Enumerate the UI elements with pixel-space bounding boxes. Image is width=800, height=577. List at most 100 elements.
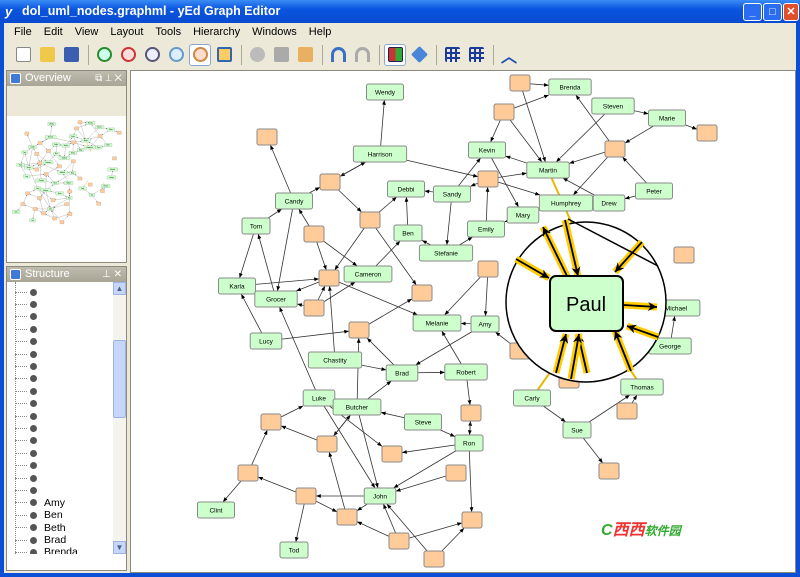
group-node[interactable] (260, 413, 282, 431)
person-node[interactable]: John (363, 487, 397, 505)
tree-item[interactable] (15, 460, 44, 472)
edge[interactable] (276, 200, 295, 292)
open-button[interactable] (36, 44, 58, 66)
close-button[interactable]: ✕ (783, 3, 799, 21)
edge[interactable] (318, 397, 376, 489)
scroll-down-button[interactable]: ▼ (113, 541, 126, 554)
group-node[interactable] (604, 140, 626, 158)
person-node[interactable]: Ben (393, 224, 423, 242)
person-node[interactable]: Cameron (343, 265, 393, 283)
tree-item[interactable] (15, 336, 44, 348)
edge[interactable] (564, 219, 581, 277)
person-node[interactable]: Chastity (307, 351, 363, 369)
person-node[interactable]: Candy (275, 192, 313, 210)
graph-view[interactable]: WendyHarrisonCandyTomKarlaGrocerCameronD… (131, 71, 795, 572)
group-node[interactable] (318, 269, 340, 287)
tree-item[interactable] (15, 348, 44, 360)
edge[interactable] (239, 225, 257, 279)
maximize-button[interactable]: □ (763, 3, 782, 21)
tree-item[interactable]: Brad (15, 534, 66, 546)
copy-button[interactable] (270, 44, 292, 66)
person-node[interactable]: Grocer (254, 290, 298, 308)
overview-thumbnail[interactable] (7, 116, 126, 262)
person-node[interactable]: Emily (467, 220, 505, 238)
person-node[interactable]: Clint (197, 501, 235, 519)
edit-mode-button[interactable] (384, 43, 406, 66)
person-node[interactable]: Karla (218, 277, 256, 295)
menu-hierarchy[interactable]: Hierarchy (193, 26, 241, 38)
person-node[interactable]: Brad (385, 364, 419, 382)
edge[interactable] (567, 218, 659, 267)
tree-item[interactable] (15, 311, 44, 323)
zoom-fit-button[interactable] (165, 44, 187, 66)
tree-item[interactable] (15, 410, 44, 422)
group-node[interactable] (616, 402, 638, 420)
group-node[interactable] (381, 445, 403, 463)
zoom-actual-button[interactable] (141, 44, 163, 66)
tree-item[interactable] (15, 323, 44, 335)
overview-area[interactable] (7, 86, 126, 262)
group-node[interactable] (696, 124, 718, 142)
person-node[interactable]: Thomas (620, 378, 664, 396)
edge[interactable] (555, 333, 569, 374)
edge[interactable] (626, 324, 659, 338)
edge[interactable] (570, 333, 582, 380)
navigate-mode-button[interactable] (408, 44, 430, 66)
menu-view[interactable]: View (74, 26, 99, 38)
edge[interactable] (369, 219, 417, 286)
group-node[interactable] (237, 464, 259, 482)
magnifier-lens[interactable]: Paul (505, 218, 667, 383)
paste-button[interactable] (294, 44, 316, 66)
edge[interactable] (515, 258, 550, 279)
tree-item[interactable] (15, 435, 44, 447)
tree-item[interactable]: Ben (15, 509, 63, 521)
edge[interactable] (519, 82, 546, 163)
edge[interactable] (356, 406, 379, 489)
group-node[interactable] (509, 74, 531, 92)
person-node[interactable]: Humphrey (538, 194, 594, 212)
group-node[interactable] (493, 103, 515, 121)
zoom-out-button[interactable] (117, 44, 139, 66)
person-node[interactable]: Lucy (249, 332, 283, 350)
panel-controls-icon[interactable]: ⧉ ⊥ ✕ (95, 73, 122, 84)
tree-item[interactable] (15, 472, 44, 484)
person-node[interactable]: Steve (404, 413, 442, 431)
edge[interactable] (257, 233, 277, 300)
menu-help[interactable]: Help (308, 26, 332, 38)
menu-file[interactable]: File (14, 26, 32, 38)
group-node[interactable] (411, 284, 433, 302)
person-node[interactable]: Carly (513, 389, 551, 407)
tree-item[interactable] (15, 385, 44, 397)
tree-item[interactable] (15, 298, 44, 310)
edge[interactable] (270, 144, 295, 202)
person-node[interactable]: Harrison (352, 145, 408, 163)
group-node[interactable] (256, 128, 278, 146)
group-node[interactable] (303, 299, 325, 317)
menu-edit[interactable]: Edit (43, 26, 63, 38)
edge[interactable] (379, 99, 386, 155)
zoom-area-button[interactable] (189, 43, 211, 66)
tree-item[interactable] (15, 360, 44, 372)
person-node[interactable]: Tod (279, 541, 309, 559)
person-node[interactable]: Melanie (412, 314, 462, 332)
group-node[interactable] (423, 550, 445, 568)
group-node[interactable] (477, 260, 499, 278)
tree-item[interactable]: Beth (15, 522, 66, 534)
scroll-up-button[interactable]: ▲ (113, 282, 126, 295)
edge[interactable] (279, 306, 320, 399)
group-node[interactable] (319, 173, 341, 191)
person-node[interactable]: Sue (562, 421, 592, 439)
tree-item[interactable]: Brenda (15, 546, 78, 554)
edge[interactable] (328, 451, 348, 518)
grid-button[interactable] (441, 44, 463, 66)
edge[interactable] (614, 241, 643, 273)
minimize-button[interactable]: _ (743, 3, 762, 21)
group-node[interactable] (460, 404, 482, 422)
structure-scrollbar[interactable]: ▲ ▼ (113, 282, 126, 554)
collapse-toolbar-button[interactable]: ︿ (498, 44, 520, 66)
group-node[interactable] (316, 435, 338, 453)
person-node[interactable]: Stefanie (418, 244, 474, 262)
edge[interactable] (575, 94, 616, 150)
tree-item[interactable]: Amy (15, 497, 65, 509)
